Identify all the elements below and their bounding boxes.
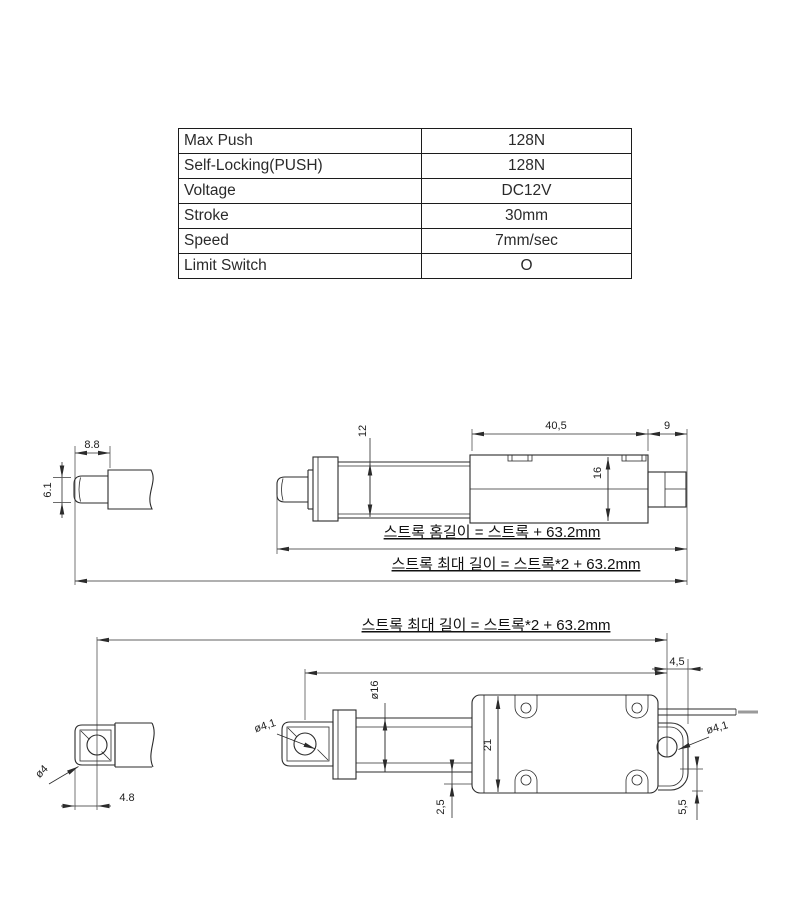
spec-value: 128N xyxy=(421,128,632,154)
dim-label-detail-hole-diameter: ø4 xyxy=(33,763,51,781)
dim-label-tab-height: 5,5 xyxy=(677,799,689,814)
rod-end-cap-line xyxy=(281,478,284,501)
note-stroke-max-length-top: 스트록 최대 길이 = 스트록*2 + 63.2mm xyxy=(362,617,611,634)
top-view-overall-dimensions: 스트록 최대 길이 = 스트록*2 + 63.2mm 4,5 xyxy=(96,617,703,810)
rod-end xyxy=(276,476,308,503)
flange xyxy=(312,456,339,522)
wire xyxy=(658,708,758,716)
outer-tube-top xyxy=(356,717,472,773)
side-view-actuator xyxy=(276,454,687,524)
dim-label-detail-hole-offset: 4.8 xyxy=(119,792,134,804)
flange-top xyxy=(332,709,357,780)
housing-clip-left xyxy=(507,454,533,462)
screw-hole xyxy=(520,702,532,714)
rod-tip-cylinder xyxy=(73,475,108,504)
clevis-detail-hole xyxy=(86,734,108,756)
table-row: Stroke 30mm xyxy=(178,203,632,229)
clevis-detail-block xyxy=(74,724,116,766)
spec-value: O xyxy=(421,253,632,279)
mounting-tab-hole xyxy=(656,736,678,758)
spec-label: Limit Switch xyxy=(178,253,422,279)
dim-label-housing-width: 21 xyxy=(482,739,494,751)
motor-housing-top xyxy=(471,694,659,794)
table-row: Limit Switch O xyxy=(178,253,632,279)
rod-break-line xyxy=(150,722,155,768)
dim-label-tube-diameter-top: ø16 xyxy=(369,681,381,700)
dim-label-tab-offset: 4,5 xyxy=(669,656,684,668)
table-row: Max Push 128N xyxy=(178,128,632,154)
side-view-rod-tip-detail: 8.8 6.1 xyxy=(42,439,154,585)
screw-hole xyxy=(520,774,532,786)
top-view-actuator: ø4,1 ø16 xyxy=(253,681,758,794)
top-view-drawing: 스트록 최대 길이 = 스트록*2 + 63.2mm 4,5 xyxy=(33,617,758,820)
dim-label-rod-hole-diameter: ø4,1 xyxy=(253,717,278,735)
spec-label: Max Push xyxy=(178,128,422,154)
dim-label-housing-height: 16 xyxy=(592,467,604,479)
screw-hole xyxy=(631,774,643,786)
dim-label-rod-tip-diameter: 6.1 xyxy=(42,482,54,497)
spec-table: Max Push 128N Self-Locking(PUSH) 128N Vo… xyxy=(178,128,632,279)
clevis-end xyxy=(281,721,334,767)
spec-label: Speed xyxy=(178,228,422,254)
rod-body-with-break xyxy=(107,469,154,510)
note-stroke-home-length: 스트록 홈길이 = 스트록 + 63.2mm xyxy=(384,523,601,541)
spec-value: 30mm xyxy=(421,203,632,229)
side-view-dimensions: 12 40,5 9 16 스트록 홈길이 = 스트록 + 63.2mm 스트 xyxy=(75,420,688,585)
dim-label-connector-length: 9 xyxy=(664,420,670,432)
table-row: Speed 7mm/sec xyxy=(178,228,632,254)
side-view-drawing: 8.8 6.1 xyxy=(42,420,688,585)
dim-label-tube-diameter: 12 xyxy=(357,425,369,437)
rear-connector xyxy=(647,471,687,508)
clevis-hole xyxy=(293,732,317,756)
spec-label: Stroke xyxy=(178,203,422,229)
top-view-dimensions: 21 2,5 5,5 xyxy=(435,696,703,820)
screw-hole xyxy=(631,702,643,714)
table-row: Self-Locking(PUSH) 128N xyxy=(178,153,632,179)
housing-clip-right xyxy=(621,454,647,462)
housing-screws xyxy=(514,695,649,793)
table-row: Voltage DC12V xyxy=(178,178,632,204)
outer-tube xyxy=(338,461,470,519)
spec-value: 7mm/sec xyxy=(421,228,632,254)
dim-label-housing-length: 40,5 xyxy=(545,420,566,432)
dim-label-tube-offset: 2,5 xyxy=(435,799,447,814)
dim-label-rod-tip-length: 8.8 xyxy=(84,439,99,451)
rod-tip-cap-line xyxy=(78,477,81,502)
top-view-clevis-detail: ø4 4.8 xyxy=(33,722,155,810)
note-stroke-max-length: 스트록 최대 길이 = 스트록*2 + 63.2mm xyxy=(392,556,641,573)
spec-value: DC12V xyxy=(421,178,632,204)
spec-value: 128N xyxy=(421,153,632,179)
mounting-tab xyxy=(656,722,689,791)
dim-label-tab-hole-diameter: ø4,1 xyxy=(705,719,729,737)
